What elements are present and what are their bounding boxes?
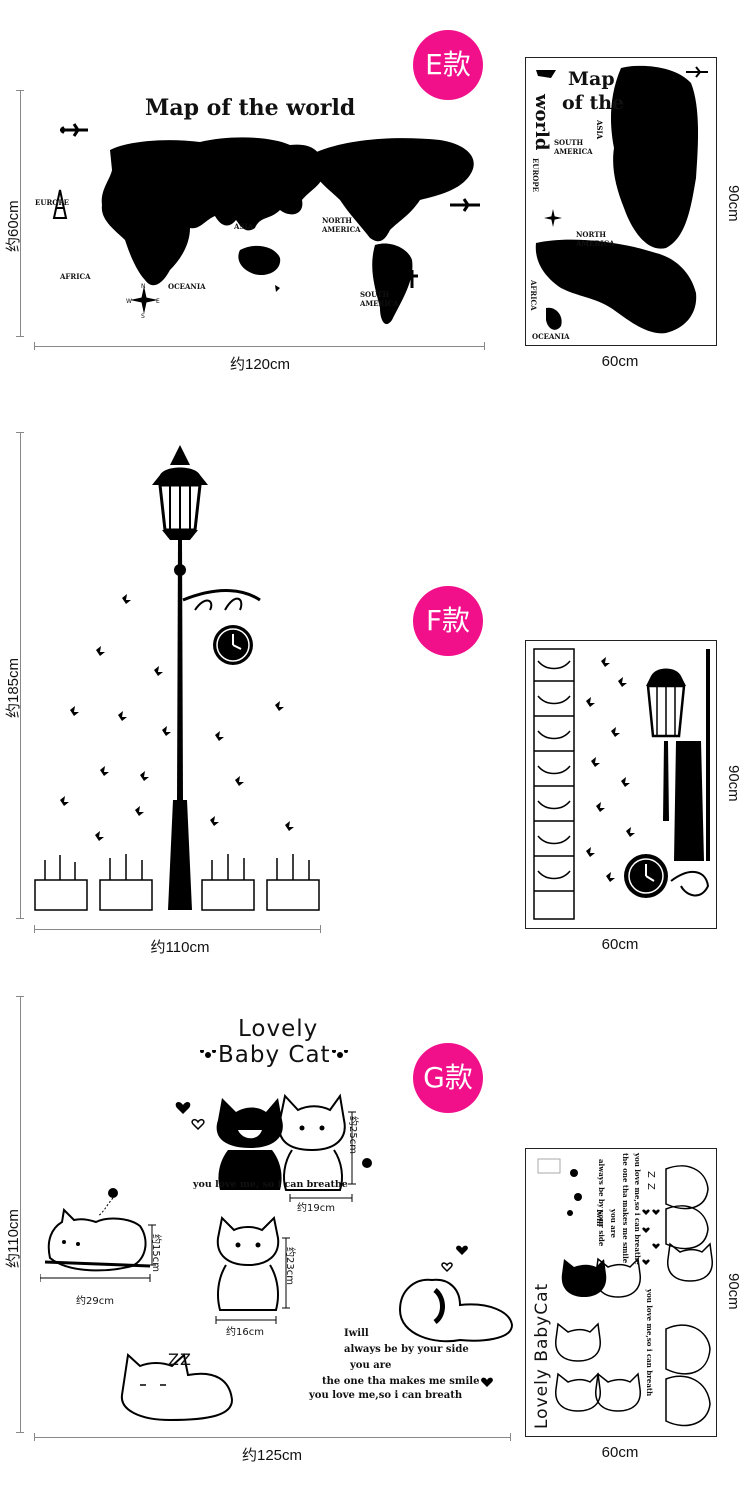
dim-label-e-width: 约120cm: [229, 356, 291, 373]
dim-label-f-panel-height: 90cm: [725, 765, 742, 802]
dim-tick: [16, 918, 24, 919]
panel-g-col6: you love me,so i can breath: [645, 1289, 654, 1397]
compass-n: N: [141, 283, 146, 290]
panel-e-title-3: world: [531, 94, 552, 151]
dim-label-f-height: 约185cm: [5, 657, 22, 718]
dim-label-e-panel-height: 90cm: [725, 185, 742, 222]
panel-e-asia: ASIA: [595, 120, 604, 140]
panel-e-title-2: of the: [562, 92, 625, 114]
dim-tick: [34, 925, 35, 933]
panel-g-col3: you are: [609, 1209, 618, 1238]
dim-label-g-height: 约110cm: [5, 1209, 22, 1268]
dim-label-g-panel-height: 90cm: [725, 1273, 742, 1310]
label-north-america: NORTH AMERICA: [322, 216, 361, 234]
panel-e-map: [535, 65, 708, 334]
dim-line-g-height: [20, 996, 21, 1432]
dim-lying-width: 约29cm: [76, 1296, 114, 1307]
badge-e: E款: [413, 30, 483, 100]
panel-e-africa: AFRICA: [529, 280, 538, 311]
panel-e-south-america: SOUTH AMERICA: [554, 138, 593, 156]
panel-f-illustration: [533, 648, 710, 920]
poem-line-5: you love me,so i can breath: [309, 1390, 463, 1401]
panel-e-title-1: Map: [568, 68, 615, 90]
dim-tick: [484, 342, 485, 350]
panel-e-europe: EUROPE: [531, 158, 540, 192]
poem-line-4: the one tha makes me smile: [322, 1376, 480, 1387]
dim-label-e-height: 约60cm: [5, 200, 22, 252]
dim-label-e-panel-width: 60cm: [601, 353, 639, 370]
badge-g: G款: [413, 1043, 483, 1113]
dim-tick: [16, 336, 24, 337]
dim-pair-height: 约25cm: [347, 1116, 358, 1154]
dim-line-e-height: [20, 90, 21, 336]
dim-label-f-width: 约110cm: [150, 939, 210, 956]
dim-tick: [34, 1433, 35, 1441]
dim-label-f-panel-width: 60cm: [601, 936, 639, 953]
panel-e-oceania: OCEANIA: [532, 332, 570, 341]
dim-tick: [16, 1432, 24, 1433]
cat-title-line1: Lovely: [238, 1016, 319, 1042]
label-south-america: SOUTH AMERICA: [360, 290, 399, 308]
dim-tick: [510, 1433, 511, 1441]
street-lamp-illustration: [34, 445, 320, 911]
dim-label-g-panel-width: 60cm: [601, 1444, 639, 1461]
compass-w: W: [126, 298, 132, 305]
panel-e-north-america: NORTH AMERICA: [576, 230, 615, 248]
label-oceania: OCEANIA: [168, 282, 206, 291]
map-title: Map of the world: [145, 95, 356, 121]
cats-illustration: [40, 1050, 514, 1422]
label-africa: AFRICA: [60, 272, 91, 281]
dim-tick: [16, 996, 24, 997]
dim-lying-height: 约15cm: [150, 1234, 161, 1272]
poem-line-3: you are: [350, 1360, 392, 1371]
dim-tick: [16, 90, 24, 91]
cat-title-line2: Baby Cat: [218, 1042, 331, 1068]
panel-g-col2: always be by your side: [597, 1159, 606, 1247]
panel-g-zz: Z Z: [645, 1171, 656, 1191]
badge-f: F款: [413, 586, 483, 656]
compass-e: E: [156, 298, 160, 305]
dim-sitting-height: 约23cm: [284, 1247, 295, 1285]
panel-g-col4: the one tha makes me smile: [621, 1153, 630, 1264]
world-map-illustration: [52, 123, 480, 325]
dim-line-f-height: [20, 432, 21, 918]
panel-f: [525, 640, 717, 929]
poem-line-2: always be by your side: [344, 1344, 469, 1355]
dim-line-g-width: [34, 1437, 510, 1438]
cat-caption-pair: you love me, so i can breathe: [193, 1179, 348, 1190]
label-asia: ASIA: [234, 222, 254, 231]
dim-pair-width: 约19cm: [297, 1203, 335, 1214]
panel-g-col5: you love me,so i can breathe: [633, 1153, 642, 1265]
dim-tick: [320, 925, 321, 933]
panel-e: Map of the world ASIA EUROPE SOUTH AMERI…: [525, 57, 717, 346]
panel-g: Lovely BabyCat Iwill always be by your s…: [525, 1148, 717, 1437]
panel-g-illustration: [537, 1158, 713, 1427]
compass-s: S: [141, 313, 145, 320]
dim-sitting-width: 约16cm: [226, 1327, 264, 1338]
dim-line-f-width: [34, 929, 320, 930]
dim-tick: [16, 432, 24, 433]
panel-g-title: Lovely BabyCat: [532, 1282, 552, 1429]
sleep-zz: ZZ: [168, 1350, 192, 1369]
label-europe: EUROPE: [35, 198, 69, 207]
dim-line-e-width: [34, 346, 484, 347]
dim-label-g-width: 约125cm: [241, 1447, 303, 1464]
poem-line-1: Iwill: [344, 1328, 369, 1339]
dim-tick: [34, 342, 35, 350]
